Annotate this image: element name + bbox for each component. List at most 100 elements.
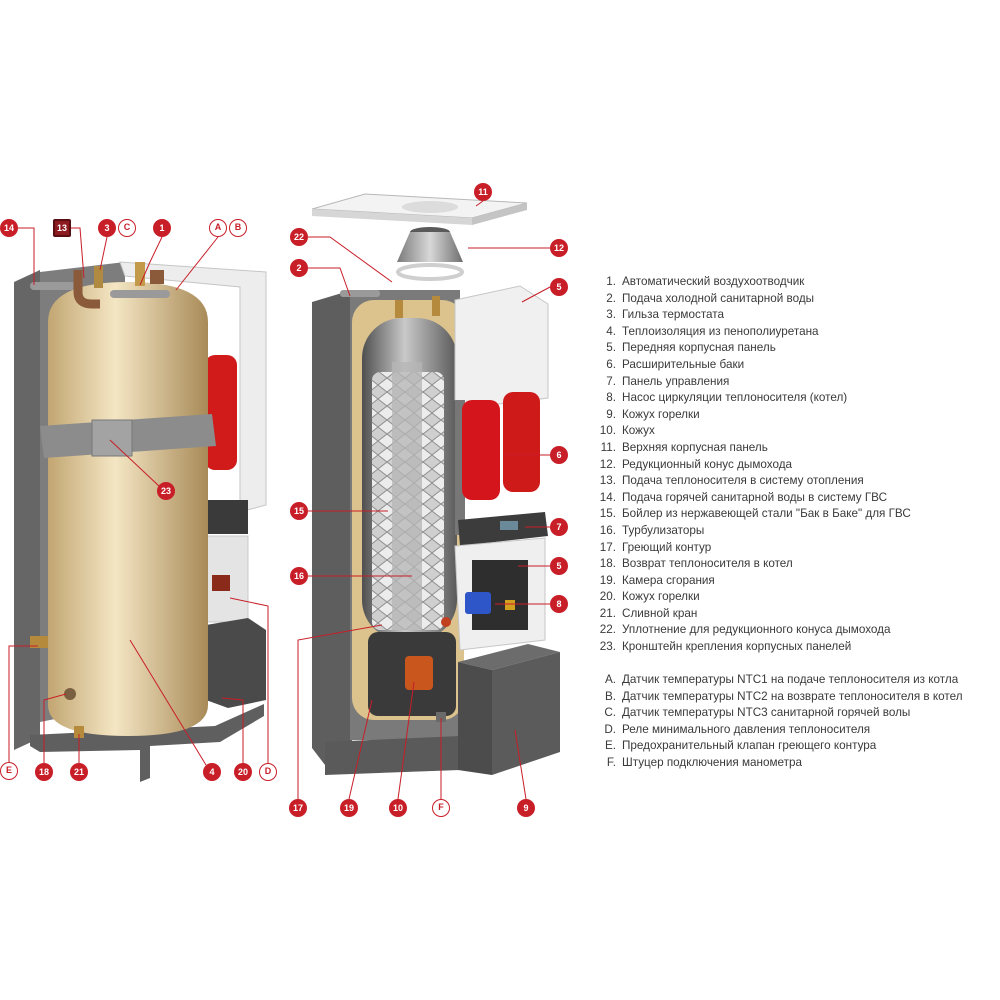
callout-b: B <box>229 219 247 237</box>
expansion-tank-2 <box>503 392 540 492</box>
left-expansion-tank <box>205 355 237 470</box>
legend-item-22: 22.Уплотнение для редукционного конуса д… <box>592 622 998 639</box>
legend-item-number: 21. <box>599 606 616 620</box>
legend-item-text: Передняя корпусная панель <box>622 341 776 355</box>
flue-cone-body <box>397 232 463 262</box>
callout-16: 16 <box>290 567 308 585</box>
legend-item-number: 19. <box>599 573 616 587</box>
legend-item-8: 8.Насос циркуляции теплоносителя (котел) <box>592 390 998 407</box>
left-base-frame <box>30 704 264 782</box>
legend-item-9: 9. Кожух горелки <box>592 407 998 424</box>
air-vent <box>135 262 145 286</box>
legend-item-text: Кожух горелки <box>622 407 700 421</box>
legend-item-number: A. <box>604 673 616 686</box>
callout-1: 1 <box>153 219 171 237</box>
legend-item-number: 9. <box>606 407 616 421</box>
leader-20 <box>221 697 244 763</box>
legend-item-text: Датчик температуры NTC1 на подаче теплон… <box>622 673 959 686</box>
legend-item-c: C.Датчик температуры NTC3 санитарной гор… <box>592 705 998 722</box>
legend-item-number: F. <box>606 755 616 769</box>
legend-item-number: C. <box>604 706 616 720</box>
callout-20: 20 <box>234 763 252 781</box>
leader-a <box>175 236 219 291</box>
legend-item-number: 15. <box>599 507 616 521</box>
callout-2: 2 <box>290 259 308 277</box>
callout-19: 19 <box>340 799 358 817</box>
legend-item-6: 6. Расширительные баки <box>592 357 998 374</box>
legend-item-number: E. <box>604 739 616 753</box>
return-pipe <box>110 290 170 298</box>
legend-item-number: 12. <box>599 457 616 471</box>
legend-item-text: Кронштейн крепления корпусных панелей <box>622 640 852 654</box>
legend-item-20: 20.Кожух горелки <box>592 589 998 606</box>
callout-3: 3 <box>98 219 116 237</box>
legend-item-number: 23. <box>599 640 616 654</box>
legend-item-text: Турбулизаторы <box>622 523 705 537</box>
left-burner-box <box>206 618 266 708</box>
legend-item-text: Автоматический воздухоотводчик <box>622 275 805 288</box>
callout-14: 14 <box>0 219 18 237</box>
thermostat-sleeve <box>94 266 103 288</box>
leader-11 <box>475 200 484 207</box>
legend-item-text: Гильза термостата <box>622 308 725 322</box>
leader-e <box>8 645 38 762</box>
legend-item-number: 6. <box>606 357 616 371</box>
top-panel-hole <box>402 201 458 213</box>
callout-d: D <box>259 763 277 781</box>
front-upper-panel <box>454 285 549 409</box>
callout-10: 10 <box>389 799 407 817</box>
leader-22 <box>308 236 393 283</box>
legend-item-text: Подача горячей санитарной воды в систему… <box>622 490 888 504</box>
legend-item-text: Возврат теплоносителя в котел <box>622 557 793 571</box>
callout-5-upper: 5 <box>550 278 568 296</box>
callout-21: 21 <box>70 763 88 781</box>
legend-item-text: Кожух <box>622 424 655 438</box>
drain-valve <box>74 726 84 738</box>
left-relay <box>212 575 230 591</box>
legend-item-14: 14.Подача горячей санитарной воды в сист… <box>592 490 998 507</box>
legend-item-number: 20. <box>599 590 616 604</box>
legend-item-number: 5. <box>606 341 616 355</box>
circulation-pump <box>465 592 491 614</box>
leader-17 <box>297 624 383 799</box>
legend-item-21: 21.Сливной кран <box>592 606 998 623</box>
legend-item-number: 3. <box>606 308 616 322</box>
legend-item-number: 1. <box>606 275 616 288</box>
burner-housing-top <box>458 644 560 670</box>
legend-item-text: Греющий контур <box>622 540 712 554</box>
legend-item-text: Датчик температуры NTC2 на возврате тепл… <box>622 689 963 703</box>
top-panel-edge-right <box>472 203 527 225</box>
legend-item-text: Редукционный конус дымохода <box>622 457 793 471</box>
right-side-strip <box>455 400 465 535</box>
callout-18: 18 <box>35 763 53 781</box>
leader-2 <box>308 267 351 297</box>
legend-item-text: Расширительные баки <box>622 357 745 371</box>
callout-4: 4 <box>203 763 221 781</box>
legend-item-number: 10. <box>599 424 616 438</box>
legend-item-number: 18. <box>599 557 616 571</box>
legend-item-number: 13. <box>599 474 616 488</box>
right-boiler-illustration <box>311 193 560 775</box>
leader-1 <box>139 236 163 286</box>
legend-item-text: Верхняя корпусная панель <box>622 440 768 454</box>
leader-19 <box>348 699 373 800</box>
leader-18 <box>43 693 67 763</box>
callout-e: E <box>0 762 18 780</box>
callout-22: 22 <box>290 228 308 246</box>
leader-5-upper <box>521 286 551 303</box>
legend-item-number: 4. <box>606 324 616 338</box>
leader-23 <box>109 439 161 488</box>
burner <box>405 656 433 690</box>
leader-14 <box>18 227 35 285</box>
legend-item-3: 3. Гильза термостата <box>592 307 998 324</box>
callout-8: 8 <box>550 595 568 613</box>
legend-item-e: E.Предохранительный клапан греющего конт… <box>592 738 998 755</box>
pipe-fittings-top-2 <box>432 296 440 316</box>
pipe-fittings-top <box>395 300 403 318</box>
legend-lettered-list: A. Датчик температуры NTC1 на подаче тепл… <box>592 672 998 772</box>
turbulator-tube <box>392 362 422 630</box>
return-port <box>64 688 76 700</box>
callout-15: 15 <box>290 502 308 520</box>
